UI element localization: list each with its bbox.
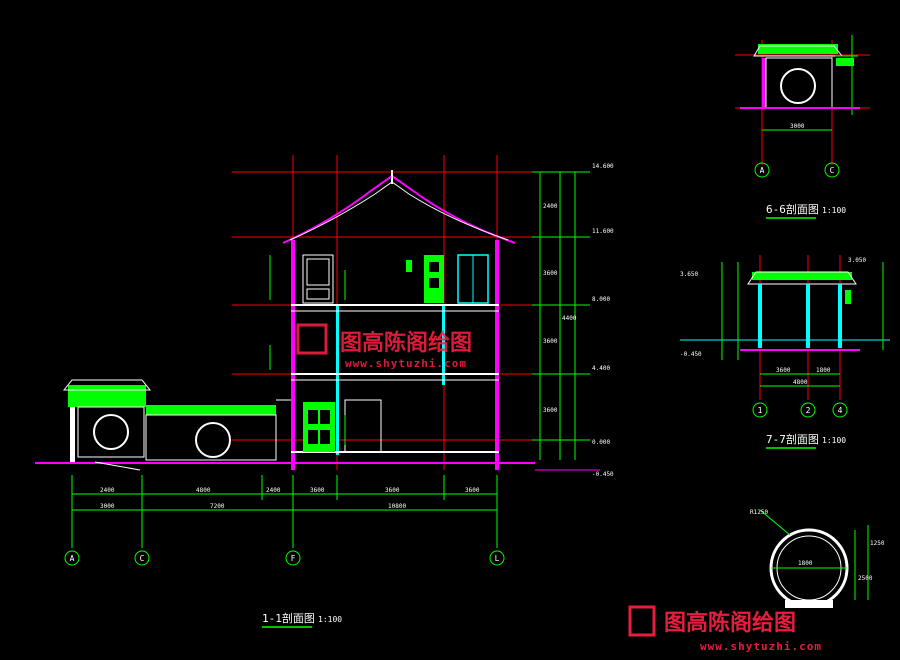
axis-bubble-6-C: C bbox=[824, 162, 840, 178]
side-dim-2: 3600 bbox=[543, 270, 558, 277]
ground-line bbox=[35, 461, 600, 471]
axis-label-L: L bbox=[495, 554, 500, 563]
elev-8000: 8.000 bbox=[592, 296, 610, 303]
axis-label-C: C bbox=[140, 554, 145, 563]
axis-6-C-label: C bbox=[830, 166, 835, 175]
section-7-7-scale: 1:100 bbox=[822, 436, 846, 445]
side-dim-labels: 2400 3600 3600 3600 4400 bbox=[543, 203, 577, 414]
dim-r1-3: 2400 bbox=[266, 487, 281, 494]
axis-6-A-label: A bbox=[760, 166, 765, 175]
elev-7-7-2: 3.050 bbox=[848, 257, 866, 264]
moon-dim-1: 1250 bbox=[870, 540, 885, 547]
elev-7-7-1: 3.650 bbox=[680, 271, 698, 278]
axis-bubbles-1-1: A C F L bbox=[64, 550, 505, 566]
openings bbox=[302, 254, 489, 453]
axis-bubble-6-A: A bbox=[754, 162, 770, 178]
section-6-6-title: 6-6剖面图 bbox=[766, 202, 819, 216]
axis-7-2-label: 2 bbox=[806, 406, 811, 415]
section-1-1: 14.600 11.600 8.000 4.400 0.000 -0.450 2… bbox=[35, 155, 614, 628]
dim-r1-4: 3600 bbox=[310, 487, 325, 494]
dim-r2-3: 10800 bbox=[388, 503, 406, 510]
title-1-1: 1-1剖面图 1:100 bbox=[262, 611, 342, 628]
elev-7-7-3: -0.450 bbox=[680, 351, 702, 358]
watermark-text-center: 图高陈阁给图 bbox=[340, 330, 472, 356]
section-1-1-title: 1-1剖面图 bbox=[262, 611, 315, 625]
section-7-7-title: 7-7剖面图 bbox=[766, 432, 819, 446]
watermark-text-corner: 图高陈阁给图 bbox=[664, 610, 796, 636]
roof bbox=[282, 170, 516, 244]
axis-label-A: A bbox=[70, 554, 75, 563]
dim-r1-6: 3600 bbox=[465, 487, 480, 494]
bottom-dim-lines bbox=[71, 475, 498, 548]
section-1-1-scale: 1:100 bbox=[318, 615, 342, 624]
dim-7-7-2: 1800 bbox=[816, 367, 831, 374]
axis-7-1-label: 1 bbox=[758, 406, 763, 415]
side-dim-1: 2400 bbox=[543, 203, 558, 210]
side-dim-4: 3600 bbox=[543, 407, 558, 414]
dim-6-6: 3000 bbox=[790, 123, 805, 130]
courtyard-wall bbox=[62, 379, 291, 462]
bottom-dim-labels-row2: 3000 7200 10800 bbox=[100, 503, 406, 510]
moon-dim-radius: R1250 bbox=[750, 509, 768, 516]
dim-r1-2: 4800 bbox=[196, 487, 211, 494]
elev-4400: 4.400 bbox=[592, 365, 610, 372]
section-6-6: 3000 A C 6-6剖面图 1:100 bbox=[735, 35, 870, 219]
dim-r1-5: 3600 bbox=[385, 487, 400, 494]
elevation-labels: 14.600 11.600 8.000 4.400 0.000 -0.450 bbox=[592, 163, 614, 478]
side-dim-3: 3600 bbox=[543, 338, 558, 345]
dim-7-7-1: 3600 bbox=[776, 367, 791, 374]
elev-0000: 0.000 bbox=[592, 439, 610, 446]
axis-bubble-C: C bbox=[134, 550, 150, 566]
bottom-dim-labels-row1: 2400 4800 2400 3600 3600 3600 bbox=[100, 487, 480, 494]
internal-dims bbox=[269, 255, 346, 445]
watermark-center: 图高陈阁给图 www.shytuzhi.com bbox=[296, 323, 472, 370]
elev-11600: 11.600 bbox=[592, 228, 614, 235]
axis-bubble-A: A bbox=[64, 550, 80, 566]
moon-gate-detail: R1250 1250 2500 1800 bbox=[750, 509, 885, 608]
watermark-corner: 图高陈阁给图 www.shytuzhi.com bbox=[628, 605, 822, 653]
dim-r2-2: 7200 bbox=[210, 503, 225, 510]
axis-7-4-label: 4 bbox=[838, 406, 843, 415]
dim-r1-1: 2400 bbox=[100, 487, 115, 494]
axis-bubble-L: L bbox=[489, 550, 505, 566]
side-dim-5: 4400 bbox=[562, 315, 577, 322]
elev-neg0450: -0.450 bbox=[592, 471, 614, 478]
axis-bubble-7-1: 1 bbox=[752, 402, 768, 418]
section-7-7: 3600 1800 4800 3.650 3.050 -0.450 1 2 4 … bbox=[680, 255, 890, 449]
axis-bubble-7-4: 4 bbox=[832, 402, 848, 418]
axis-bubble-F: F bbox=[285, 550, 301, 566]
watermark-url-corner: www.shytuzhi.com bbox=[700, 640, 822, 653]
right-dim-chain bbox=[532, 171, 590, 460]
moon-dim-3: 1800 bbox=[798, 560, 813, 567]
moon-dim-2: 2500 bbox=[858, 575, 873, 582]
elev-14600: 14.600 bbox=[592, 163, 614, 170]
watermark-url-center: www.shytuzhi.com bbox=[345, 357, 467, 370]
dim-7-7-3: 4800 bbox=[793, 379, 808, 386]
axis-label-F: F bbox=[291, 554, 296, 563]
section-6-6-scale: 1:100 bbox=[822, 206, 846, 215]
dim-r2-1: 3000 bbox=[100, 503, 115, 510]
axis-bubble-7-2: 2 bbox=[800, 402, 816, 418]
